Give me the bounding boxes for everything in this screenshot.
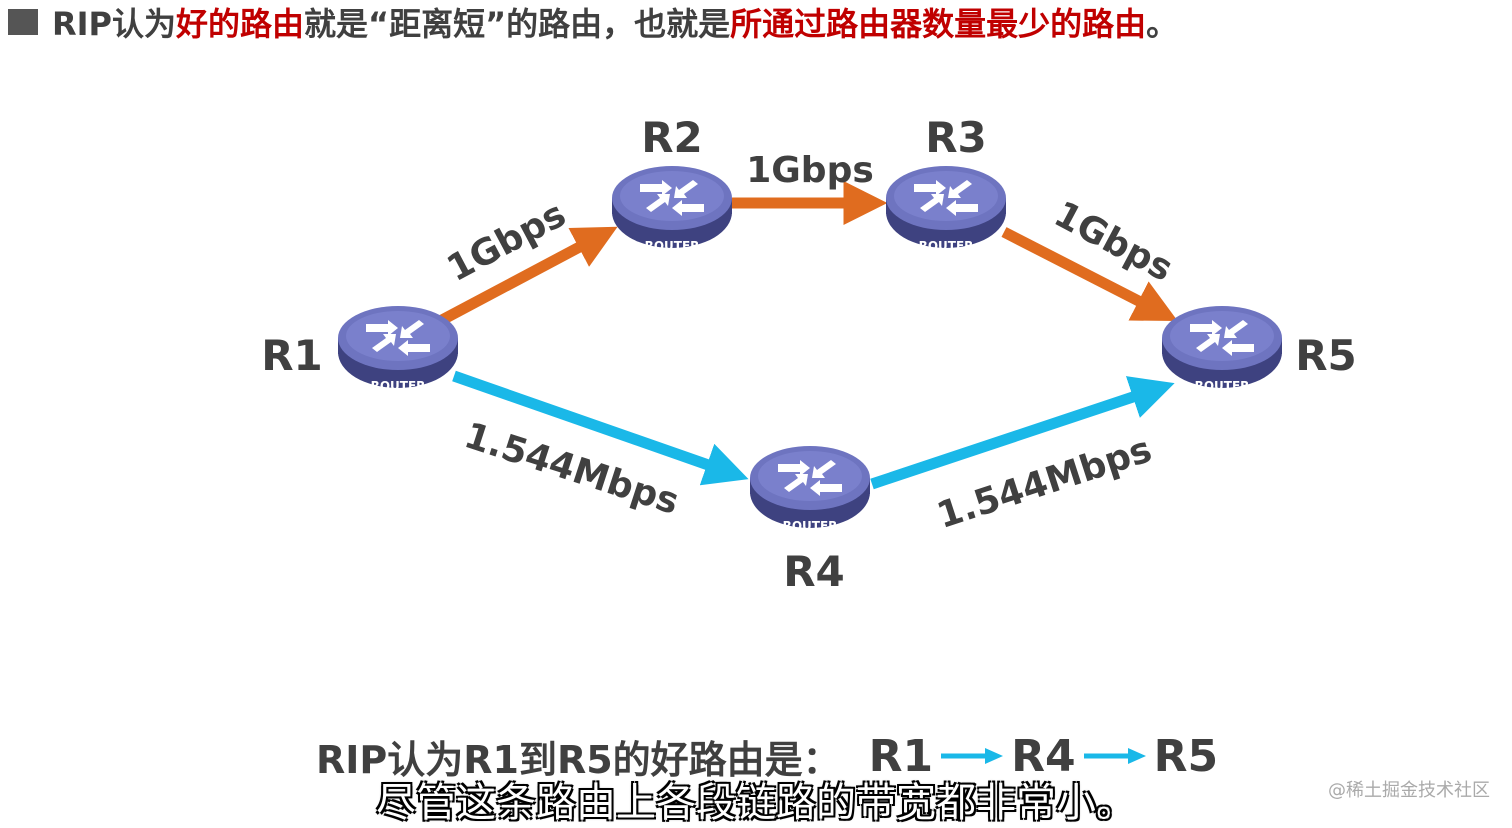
router-label-r3: R3 bbox=[925, 113, 987, 162]
arrow-right-icon bbox=[1083, 748, 1146, 764]
link-r3-r5 bbox=[1001, 227, 1178, 322]
title-part-emphasis: 好的路由 bbox=[176, 5, 305, 43]
route-path: R1 R4 R5 bbox=[869, 731, 1219, 782]
bandwidth-label-r1-r4: 1.544Mbps bbox=[459, 415, 683, 523]
router-r2: ROUTER bbox=[612, 166, 732, 253]
router-device-text: ROUTER bbox=[1195, 379, 1250, 393]
router-device-text: ROUTER bbox=[783, 519, 838, 533]
slide-title: RIP认为好的路由就是“距离短”的路由，也就是所通过路由器数量最少的路由。 bbox=[52, 0, 1178, 45]
router-icon bbox=[1162, 306, 1282, 388]
summary-text: RIP认为R1到R5的好路由是： bbox=[316, 737, 841, 782]
path-node: R4 bbox=[1011, 730, 1076, 782]
path-node: R1 bbox=[868, 730, 934, 782]
router-label-r5: R5 bbox=[1295, 331, 1357, 380]
link-r4-r5 bbox=[870, 376, 1175, 490]
router-icon bbox=[886, 166, 1006, 248]
watermark: @稀土掘金技术社区 bbox=[1328, 780, 1490, 801]
square-bullet-icon bbox=[8, 9, 38, 35]
router-label-r4: R4 bbox=[783, 547, 845, 596]
router-icon bbox=[750, 446, 870, 528]
router-label-r2: R2 bbox=[641, 113, 703, 162]
title-part: RIP认为 bbox=[52, 5, 177, 43]
router-r4: ROUTER bbox=[750, 446, 870, 533]
router-device-text: ROUTER bbox=[919, 239, 974, 253]
bandwidth-label-r1-r2: 1Gbps bbox=[441, 194, 573, 290]
title-part: 。 bbox=[1146, 5, 1179, 43]
router-icon bbox=[612, 166, 732, 248]
best-route-summary: RIP认为R1到R5的好路由是： R1 R4 R5 bbox=[316, 728, 1218, 784]
video-subtitle: 尽管这条路由上各段链路的带宽都非常小。 bbox=[376, 780, 1136, 826]
slide-header: RIP认为好的路由就是“距离短”的路由，也就是所通过路由器数量最少的路由。 bbox=[8, 0, 1508, 44]
title-part-emphasis: 所通过路由器数量最少的路由 bbox=[730, 5, 1147, 43]
router-r1: ROUTER bbox=[338, 306, 458, 393]
bandwidth-label-r2-r3: 1Gbps bbox=[746, 150, 874, 191]
router-r5: ROUTER bbox=[1162, 306, 1282, 393]
router-icon bbox=[338, 306, 458, 388]
router-r3: ROUTER bbox=[886, 166, 1006, 253]
bandwidth-label-r4-r5: 1.544Mbps bbox=[932, 429, 1156, 537]
arrow-right-icon bbox=[941, 748, 1004, 764]
link-r1-r2 bbox=[439, 226, 618, 325]
router-label-r1: R1 bbox=[261, 331, 323, 380]
bandwidth-label-r3-r5: 1Gbps bbox=[1047, 194, 1179, 290]
router-device-text: ROUTER bbox=[645, 239, 700, 253]
router-device-text: ROUTER bbox=[371, 379, 426, 393]
link-r1-r4 bbox=[452, 370, 749, 486]
path-node: R5 bbox=[1153, 730, 1219, 782]
title-part: 就是“距离短”的路由，也就是 bbox=[304, 5, 731, 43]
